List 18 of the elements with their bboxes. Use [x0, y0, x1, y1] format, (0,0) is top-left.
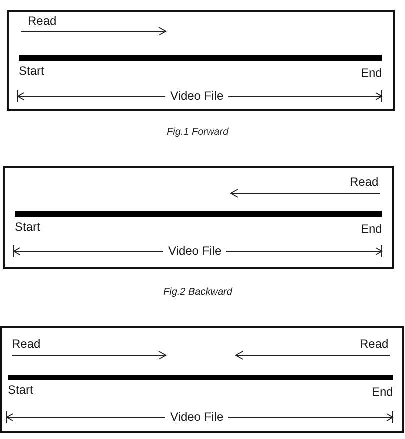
read-label: Read — [28, 14, 57, 28]
read-label: Read — [350, 175, 379, 189]
end-label: End — [361, 222, 382, 236]
dimension-label: Video File — [170, 410, 224, 424]
figure-panel — [7, 10, 395, 111]
dimension-label: Video File — [168, 244, 222, 258]
dimension-label: Video File — [170, 89, 224, 103]
start-label: Start — [15, 220, 40, 234]
figure-panel — [3, 166, 394, 269]
figure-caption: Fig.2 Backward — [164, 287, 232, 299]
read-label: Read — [12, 337, 41, 351]
figure-caption: Fig.1 Forward — [167, 127, 229, 139]
figure-panel — [0, 326, 404, 433]
read-label: Read — [360, 337, 389, 351]
end-label: End — [372, 385, 394, 399]
end-label: End — [361, 66, 382, 80]
start-label: Start — [8, 383, 34, 397]
start-label: Start — [19, 64, 44, 78]
